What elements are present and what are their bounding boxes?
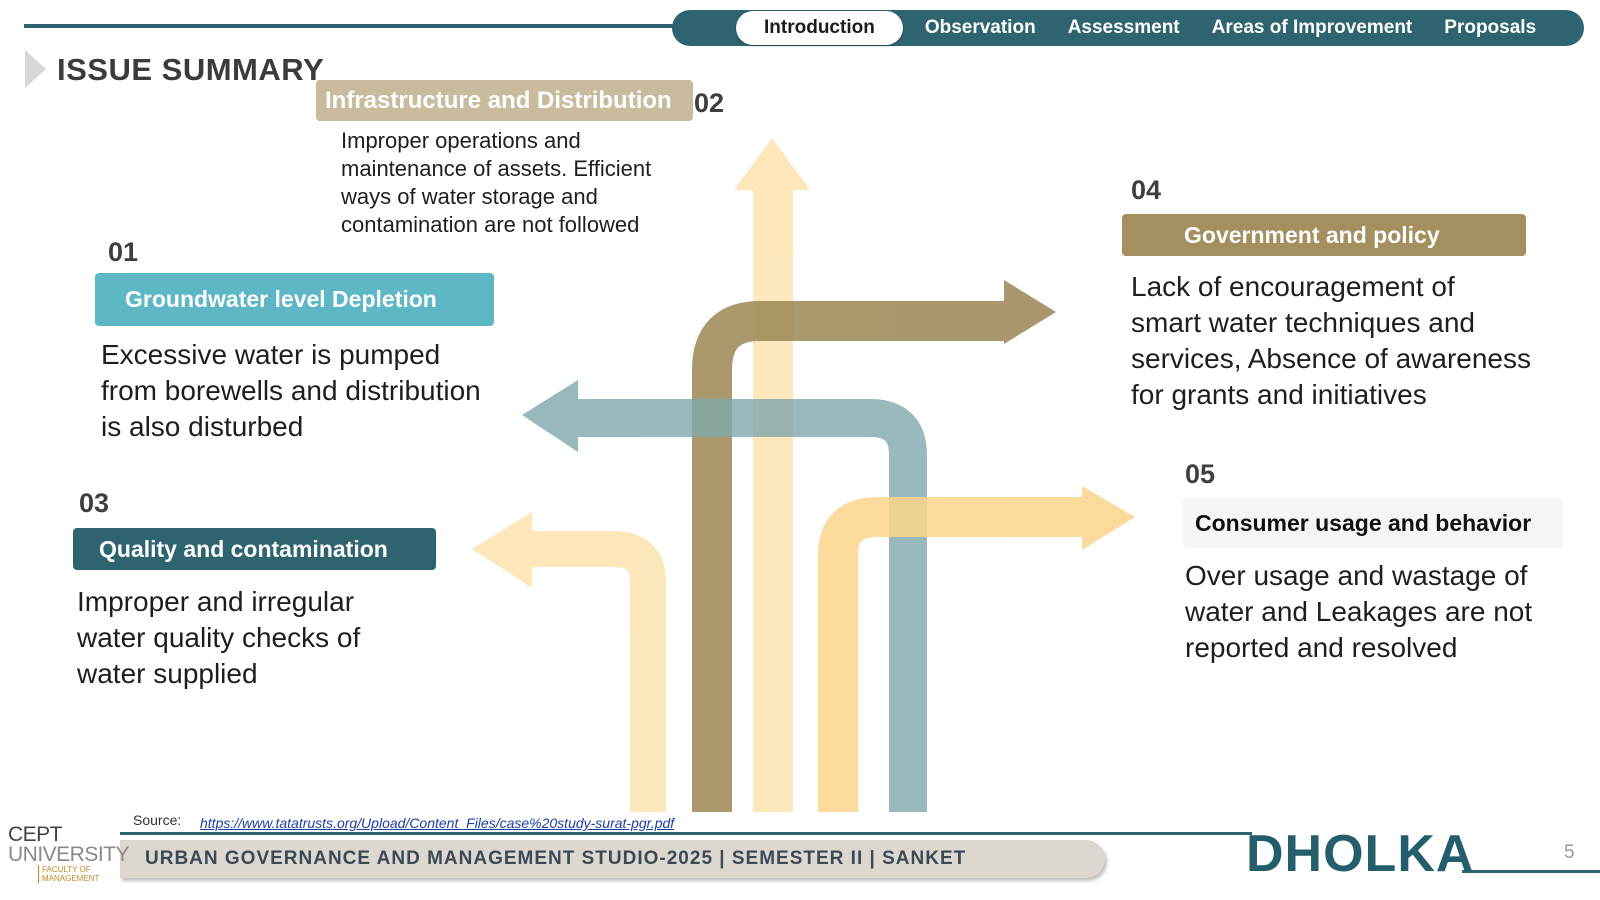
arrow-consumer [818, 486, 1135, 812]
issue-text-infrastructure: Improper operations and maintenance of a… [341, 128, 652, 237]
university-logo: CEPT UNIVERSITY FACULTY OF MANAGEMENT [8, 823, 130, 893]
footer-bar: URBAN GOVERNANCE AND MANAGEMENT STUDIO-2… [120, 840, 1105, 878]
logo-line-1: CEPT [8, 823, 63, 846]
arrow-quality [472, 512, 666, 812]
nav-tab-assessment[interactable]: Assessment [1067, 17, 1180, 38]
nav-tab-proposals[interactable]: Proposals [1444, 17, 1537, 38]
issue-label-quality: Quality and contamination [73, 528, 436, 570]
arrow-infrastructure [734, 138, 810, 812]
header-rule [24, 24, 684, 28]
page-title: ISSUE SUMMARY [57, 52, 325, 87]
issue-number-01: 01 [108, 237, 139, 267]
title-arrow-icon [25, 50, 46, 88]
page-number: 5 [1564, 842, 1575, 863]
issue-text-government: Lack of encouragement of smart water tec… [1131, 271, 1531, 410]
issue-label-groundwater: Groundwater level Depletion [95, 273, 494, 326]
nav-tab-areas-of-improvement[interactable]: Areas of Improvement [1211, 17, 1413, 38]
nav-tab-introduction[interactable]: Introduction [736, 11, 903, 45]
issue-text-groundwater: Excessive water is pumped from borewells… [101, 339, 481, 442]
issue-number-03: 03 [79, 488, 110, 518]
issue-number-02: 02 [694, 88, 725, 118]
issue-label-infrastructure: Infrastructure and Distribution [316, 80, 693, 121]
issue-text-quality: Improper and irregular water quality che… [77, 586, 361, 689]
logo-subtitle: FACULTY OF MANAGEMENT [38, 865, 118, 883]
logo-line-2: UNIVERSITY [8, 843, 130, 866]
footer-rule-right [1462, 870, 1600, 873]
arrow-government [692, 280, 1056, 812]
issue-number-05: 05 [1185, 459, 1216, 489]
footer-rule [120, 832, 1252, 835]
issue-number-04: 04 [1131, 175, 1162, 205]
issue-text-consumer: Over usage and wastage of water and Leak… [1185, 560, 1533, 663]
issue-label-government: Government and policy [1122, 214, 1526, 256]
section-nav: Introduction Observation Assessment Area… [672, 10, 1584, 46]
issue-label-consumer: Consumer usage and behavior [1183, 498, 1563, 548]
source-label: Source: [133, 812, 182, 828]
studio-text: URBAN GOVERNANCE AND MANAGEMENT STUDIO-2… [145, 848, 967, 869]
source-link[interactable]: https://www.tatatrusts.org/Upload/Conten… [200, 815, 675, 831]
nav-tab-observation[interactable]: Observation [924, 17, 1036, 38]
city-name: DHOLKA [1246, 825, 1475, 883]
arrow-groundwater [522, 380, 927, 812]
